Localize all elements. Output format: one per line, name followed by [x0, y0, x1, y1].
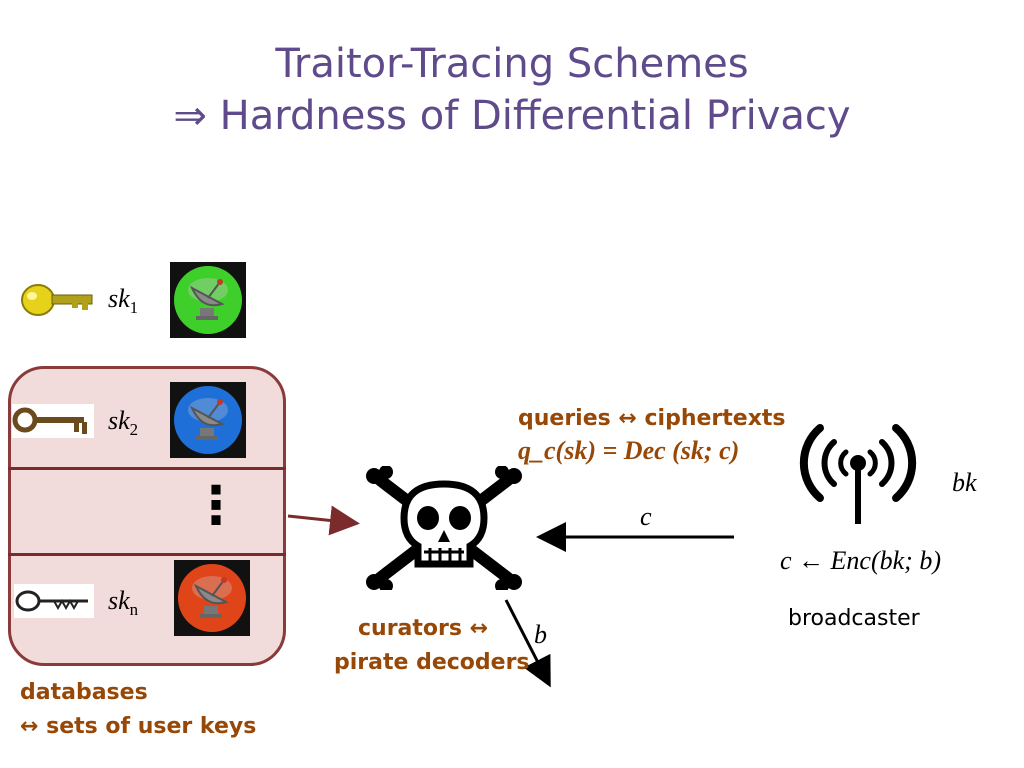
ellipsis-vertical: ⋮ — [190, 476, 242, 536]
satellite-dish-blue-icon — [170, 382, 246, 458]
broadcaster-label: broadcaster — [788, 606, 920, 631]
slide-title-line1: Traitor-Tracing Schemes — [275, 41, 749, 87]
key-label-sub: 1 — [129, 298, 139, 318]
curators-label: curators ↔ — [358, 616, 489, 641]
ciphertext-c-label: c — [640, 502, 652, 531]
key-label-base: sk — [108, 586, 130, 615]
pirate-decoders-label: pirate decoders — [334, 650, 530, 675]
golden-key-icon — [21, 284, 93, 316]
key-label-sk1: sk1 — [108, 284, 138, 318]
query-decryption-formula: q_c(sk) = Dec (sk; c) — [518, 436, 740, 465]
antique-key-icon — [12, 404, 94, 438]
key-label-sub: 2 — [129, 420, 139, 440]
key-label-base: sk — [108, 406, 130, 435]
broadcast-antenna-icon — [799, 424, 917, 524]
bit-b-label: b — [534, 620, 547, 649]
broadcast-key-label: bk — [952, 468, 977, 497]
database-divider-bottom — [8, 553, 286, 556]
satellite-dish-green-icon — [170, 262, 246, 338]
key-label-sk2: sk2 — [108, 406, 138, 440]
skull-crossbones-icon — [366, 466, 522, 590]
key-label-base: sk — [108, 284, 130, 313]
slide-title-line2: ⇒ Hardness of Differential Privacy — [173, 93, 851, 139]
key-label-sub: n — [129, 600, 139, 620]
databases-keys-label: ↔ sets of user keys — [20, 714, 257, 739]
queries-ciphertexts-label: queries ↔ ciphertexts — [518, 406, 786, 431]
key-label-skn: skn — [108, 586, 138, 620]
satellite-dish-orange-icon — [174, 560, 250, 636]
skeleton-key-icon — [14, 584, 94, 618]
database-to-curator-arrow — [287, 505, 360, 536]
database-divider-top — [8, 467, 286, 470]
databases-label: databases — [20, 680, 148, 705]
encryption-formula: c ← Enc(bk; b) — [780, 546, 941, 575]
output-b-arrow — [504, 599, 551, 688]
